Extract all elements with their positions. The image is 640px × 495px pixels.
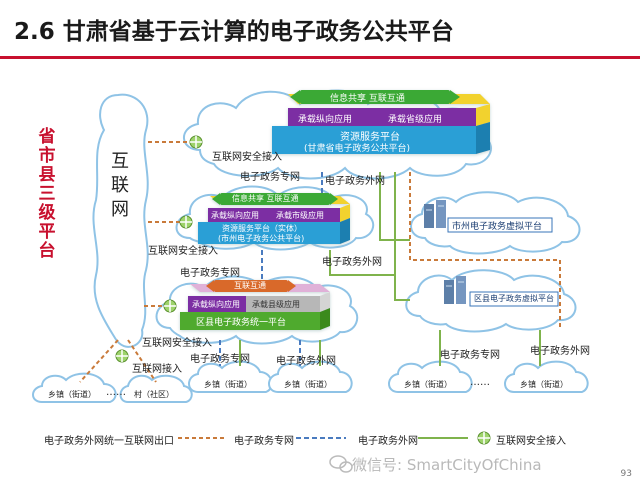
- secure-node-city: [179, 215, 193, 229]
- external-label-city: 电子政务外网: [322, 257, 382, 268]
- external-label-county: 电子政务外网: [276, 356, 336, 367]
- secure-node-province: [189, 135, 203, 149]
- legend-external-label: 电子政务外网: [358, 436, 418, 447]
- village-label: 村（社区）: [134, 390, 174, 399]
- private-line-county-towns: [219, 340, 301, 366]
- province-app-side: [476, 104, 490, 126]
- internet-line-towns: [79, 339, 157, 383]
- city-app-left: [208, 208, 272, 222]
- town-cloud-3: [268, 360, 353, 393]
- city-banner-arrow-r: [330, 193, 338, 205]
- wechat-icon: [329, 455, 353, 473]
- city-banner-text: 信息共享 互联互通: [232, 194, 299, 203]
- internet-access-label: 互联网接入: [132, 364, 182, 375]
- title-rule: [0, 56, 640, 59]
- secure-node-county: [163, 299, 177, 313]
- city-banner-arrow-l: [212, 193, 220, 205]
- county-app-right: [246, 296, 320, 312]
- private-label-virtual: 电子政务专网: [440, 350, 500, 361]
- legend-private-label: 电子政务专网: [234, 436, 294, 447]
- internet-label: 互联网: [111, 151, 129, 220]
- city-virtual-label-box: [447, 217, 553, 233]
- county-app-left-text: 承载纵向应用: [192, 300, 240, 309]
- province-banner-text: 信息共享 互联互通: [330, 94, 405, 104]
- province-platform-text-2: (甘肃省电子政务公共平台): [304, 144, 411, 154]
- province-banner: [300, 90, 450, 104]
- town-cloud-4: [388, 360, 473, 393]
- county-app-left: [188, 296, 246, 312]
- county-virtual-server-icon: [444, 276, 466, 304]
- province-banner-arrow-l: [290, 90, 300, 104]
- legend-exit-label: 电子政务外网统一互联网出口: [44, 436, 174, 447]
- village-cloud: [119, 374, 193, 403]
- secure-access-label-county: 互联网安全接入: [142, 338, 212, 349]
- county-platform-face: [180, 312, 320, 330]
- province-platform-text-1: 资源服务平台: [340, 132, 400, 143]
- province-banner-arrow-r: [450, 90, 460, 104]
- county-platform-side: [320, 308, 330, 330]
- secure-access-label-province: 互联网安全接入: [212, 152, 282, 163]
- city-platform-side: [340, 218, 350, 244]
- province-app-right: [378, 108, 476, 126]
- city-app-right: [272, 208, 340, 222]
- county-app-side: [320, 292, 330, 312]
- province-app-left: [288, 108, 378, 126]
- province-app-left-text: 承载纵向应用: [298, 115, 353, 125]
- slide-title: 2.6 甘肃省基于云计算的电子政务公共平台: [14, 19, 454, 45]
- city-virtual-label: 市州电子政务虚拟平台: [452, 222, 543, 232]
- city-banner: [220, 193, 330, 205]
- county-virtual-label: 区县电子政务虚拟平台: [474, 294, 554, 303]
- secure-access-label-city: 互联网安全接入: [148, 246, 218, 257]
- virtual-towns-ellipsis: ……: [470, 377, 490, 388]
- city-virtual-server-icon: [424, 200, 446, 228]
- county-app-right-text: 承载县级应用: [252, 300, 300, 309]
- external-label-virtual: 电子政务外网: [530, 346, 590, 357]
- town-label-2: 乡镇（街道）: [204, 380, 252, 389]
- private-label-province: 电子政务专网: [240, 172, 300, 183]
- secure-node-access: [115, 349, 129, 363]
- town-cloud-5: [504, 360, 589, 393]
- internet-cloud: [92, 93, 149, 348]
- city-app-left-text: 承载纵向应用: [211, 211, 259, 220]
- county-banner: [214, 280, 288, 292]
- county-banner-arrow-r: [288, 280, 296, 292]
- province-platform-face: [272, 126, 476, 154]
- external-line-province: [379, 172, 410, 301]
- province-platform-side: [476, 122, 490, 154]
- town-label-1: 乡镇（街道）: [48, 390, 96, 399]
- legend-secure-label: 互联网安全接入: [496, 436, 566, 447]
- town-label-3: 乡镇（街道）: [284, 380, 332, 389]
- internet-line-virtual: [409, 172, 561, 330]
- external-line-county-towns: [239, 340, 321, 366]
- external-line-city: [329, 250, 395, 276]
- city-app-right-text: 承载市级应用: [276, 211, 324, 220]
- town-cloud-1: [32, 372, 117, 403]
- city-app-side: [340, 204, 350, 222]
- private-label-county: 电子政务专网: [190, 354, 250, 365]
- county-banner-arrow-l: [206, 280, 214, 292]
- city-platform-text-2: (市州电子政务公共平台): [218, 234, 305, 243]
- page-number: 93: [620, 469, 632, 479]
- towns-ellipsis: ……: [106, 387, 126, 398]
- town-label-5: 乡镇（街道）: [520, 380, 568, 389]
- external-label-province: 电子政务外网: [325, 176, 385, 187]
- city-platform-text-1: 资源服务平台（实体）: [222, 224, 302, 233]
- private-label-city: 电子政务专网: [180, 268, 240, 279]
- external-line-virtual-towns: [439, 330, 541, 366]
- watermark: 微信号: SmartCityOfChina: [352, 456, 542, 474]
- city-platform-face: [198, 222, 340, 244]
- county-banner-text: 互联互通: [234, 281, 266, 290]
- side-label: 省市县三级平台: [38, 127, 56, 261]
- county-virtual-label-box: [469, 291, 559, 307]
- town-label-4: 乡镇（街道）: [404, 380, 452, 389]
- county-platform-text: 区县电子政务统一平台: [196, 318, 287, 328]
- province-app-right-text: 承载省级应用: [388, 115, 443, 125]
- legend-secure-icon: [477, 431, 491, 445]
